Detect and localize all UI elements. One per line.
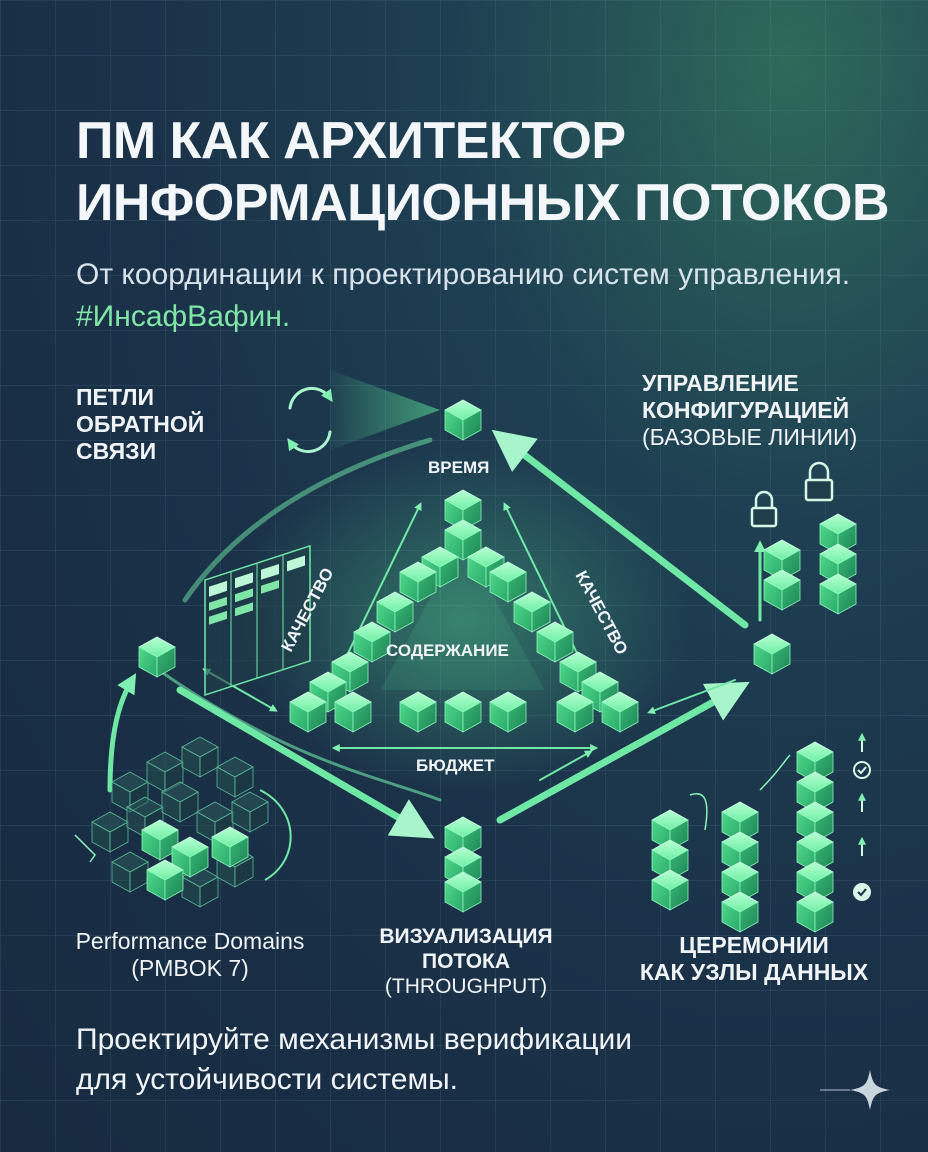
triangle-label-time: ВРЕМЯ: [428, 458, 490, 477]
cluster-link: [74, 834, 96, 863]
ceremonies-cube-stacks: [651, 741, 834, 933]
node-label-visualization: ВИЗУАЛИЗАЦИЯ ПОТОКА (THROUGHPUT): [360, 924, 572, 999]
feedback-line-2: ОБРАТНОЙ: [76, 411, 205, 437]
ceremonies-line-1: ЦЕРЕМОНИИ: [679, 932, 829, 958]
ceremonies-line-2: КАК УЗЛЫ ДАННЫХ: [639, 959, 869, 985]
title-line-2: ИНФОРМАЦИОННЫХ ПОТОКОВ: [76, 174, 890, 232]
arrow-cube-to-visualization: [176, 686, 435, 839]
kanban-board-icon: [204, 544, 311, 696]
arrow-flow-curve: [143, 658, 442, 802]
performance-line-2: (PMBOK 7): [131, 955, 249, 981]
arrow-config-to-time: [491, 429, 749, 629]
arrow-right-edge: [503, 502, 591, 681]
config-line-3: (БАЗОВЫЕ ЛИНИИ): [642, 424, 858, 450]
flow-arrows: [107, 429, 766, 839]
feedback-beam: [330, 370, 440, 450]
arrow-right-link: [647, 679, 736, 715]
footer-line-2: для устойчивости системы.: [76, 1063, 458, 1096]
node-label-configuration: УПРАВЛЕНИЕ КОНФИГУРАЦИЕЙ (БАЗОВЫЕ ЛИНИИ): [642, 370, 857, 451]
performance-cube-cluster: [74, 736, 292, 908]
triangle-label-budget: БЮДЖЕТ: [416, 756, 495, 775]
cluster-curve: [259, 789, 292, 881]
subtitle-hashtag: #ИнсафВафин.: [76, 300, 291, 333]
visualization-line-2: ПОТОКА: [421, 950, 511, 973]
sparkle-logo-icon: [820, 1070, 890, 1110]
page-title: ПМ КАК АРХИТЕКТОР ИНФОРМАЦИОННЫХ ПОТОКОВ: [76, 110, 890, 234]
refresh-loop-icon: [287, 387, 333, 453]
arrow-left-edge: [334, 502, 422, 681]
footer-callout: Проектируйте механизмы верификации для у…: [76, 1020, 632, 1100]
performance-line-1: Performance Domains: [75, 928, 305, 954]
node-label-ceremonies: ЦЕРЕМОНИИ КАК УЗЛЫ ДАННЫХ: [626, 932, 882, 986]
baseline-locked-stacks: [763, 513, 857, 615]
arrow-performance-up: [107, 673, 137, 793]
page-subtitle: От координации к проектированию систем у…: [76, 254, 856, 338]
config-line-1: УПРАВЛЕНИЕ: [642, 370, 799, 396]
lock-icon: [750, 461, 834, 528]
arrow-feedback-to-time: [182, 437, 433, 603]
time-node-cube: [444, 399, 482, 441]
subtitle-text: От координации к проектированию систем у…: [76, 258, 851, 291]
visualization-cube-stack: [444, 816, 482, 913]
visualization-line-3: (THROUGHPUT): [384, 975, 548, 998]
node-label-feedback-loops: ПЕТЛИ ОБРАТНОЙ СВЯЗИ: [76, 384, 204, 465]
feedback-line-1: ПЕТЛИ: [76, 384, 155, 410]
feedback-line-3: СВЯЗИ: [76, 438, 157, 464]
config-node-cube: [753, 633, 791, 675]
arrow-visualization-to-config: [496, 681, 750, 824]
feedback-node-cube: [138, 636, 176, 678]
config-line-2: КОНФИГУРАЦИЕЙ: [642, 397, 850, 423]
node-label-performance: Performance Domains (PMBOK 7): [62, 928, 318, 982]
footer-line-1: Проектируйте механизмы верификации: [76, 1023, 633, 1056]
arrow-small-flow: [539, 750, 593, 781]
check-icons: [853, 732, 871, 901]
triangle-cone: [380, 540, 545, 690]
triangle-label-scope: СОДЕРЖАНИЕ: [386, 641, 509, 660]
visualization-line-1: ВИЗУАЛИЗАЦИЯ: [379, 925, 553, 948]
title-line-1: ПМ КАК АРХИТЕКТОР: [76, 112, 626, 170]
